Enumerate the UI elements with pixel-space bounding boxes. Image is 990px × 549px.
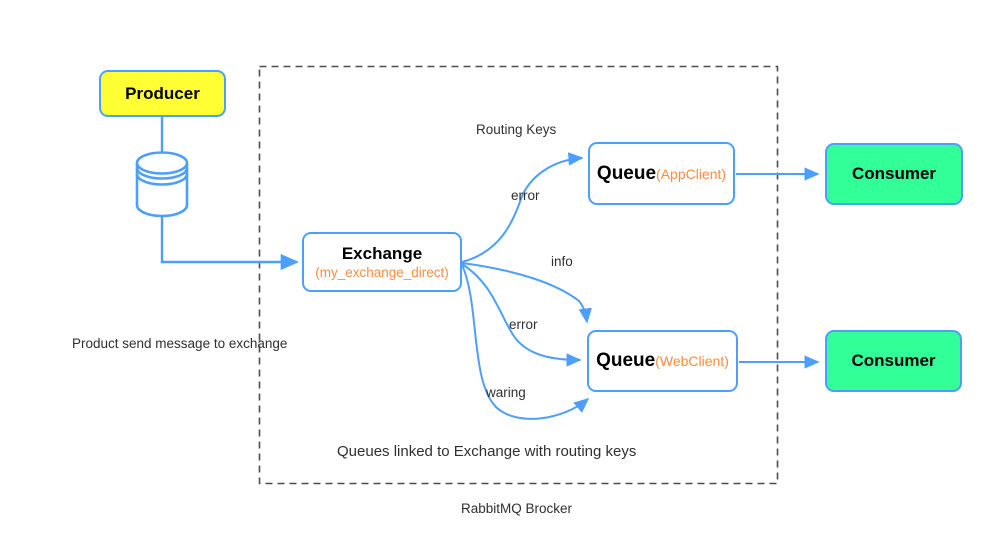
exchange-to-queueweb-error-arrow <box>461 263 582 367</box>
queue-webclient-node: Queue (WebClient) <box>587 330 738 392</box>
queues-caption: Queues linked to Exchange with routing k… <box>337 443 637 460</box>
exchange-to-queueapp-error-arrow <box>461 152 584 263</box>
queue-appclient-annotation: (AppClient) <box>656 165 727 182</box>
exchange-node: Exchange (my_exchange_direct) <box>302 232 462 292</box>
queue-webclient-title: Queue <box>596 350 656 371</box>
edge-label-warning: waring <box>486 385 526 400</box>
edge-label-error-web: error <box>509 317 538 332</box>
exchange-to-queueweb-info-arrow <box>461 262 592 324</box>
exchange-subtitle: (my_exchange_direct) <box>315 265 449 281</box>
edge-label-info: info <box>551 254 573 269</box>
queue-appclient-title: Queue <box>596 162 657 184</box>
database-cylinder-icon <box>135 151 189 218</box>
broker-caption: RabbitMQ Brocker <box>461 501 573 516</box>
queue-webclient-annotation: (WebClient) <box>655 353 729 369</box>
producer-note: Product send message to exchange <box>72 336 288 351</box>
exchange-title: Exchange <box>341 243 423 263</box>
consumer-web-node: Consumer <box>825 330 962 392</box>
edge-label-error-app: error <box>511 188 540 203</box>
broker-boundary <box>258 65 779 485</box>
consumer-app-node: Consumer <box>825 143 963 205</box>
queue-appclient-node: Queue (AppClient) <box>588 142 735 205</box>
consumer-web-label: Consumer <box>851 351 936 371</box>
producer-label: Producer <box>125 83 200 103</box>
database-to-exchange-arrow <box>160 216 299 271</box>
exchange-to-queueweb-warning-arrow <box>461 264 590 420</box>
routing-keys-label: Routing Keys <box>476 122 557 137</box>
producer-node: Producer <box>99 70 226 117</box>
consumer-app-label: Consumer <box>851 164 937 184</box>
